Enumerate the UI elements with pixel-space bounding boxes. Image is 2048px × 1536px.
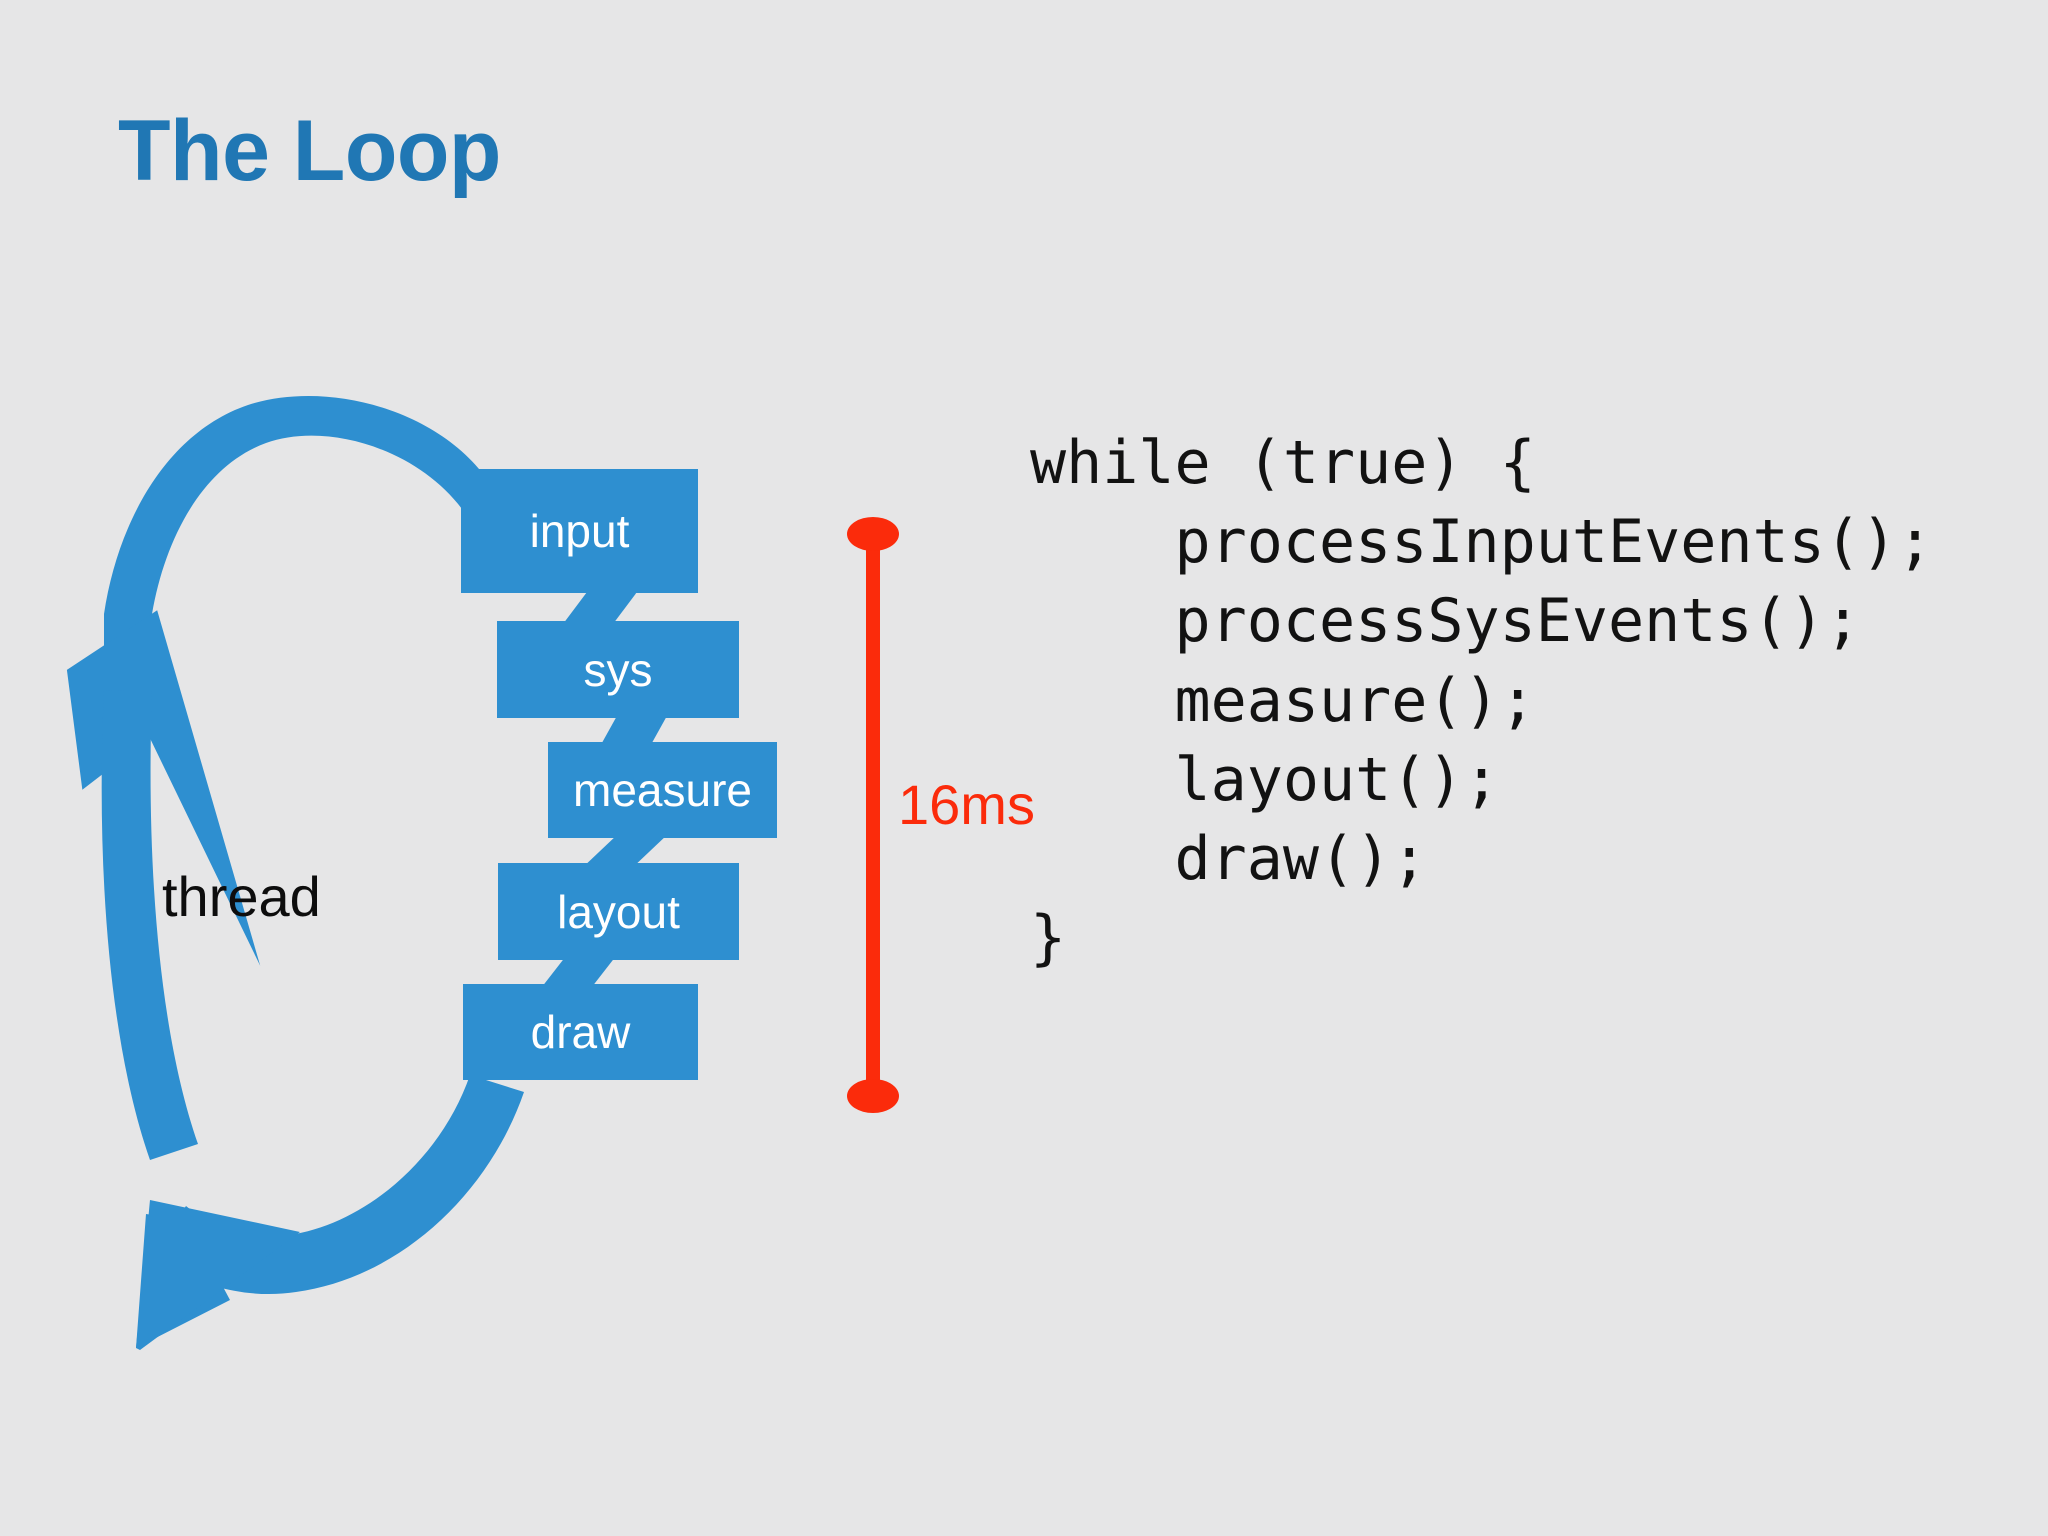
stage-box-input[interactable]: input	[461, 469, 698, 593]
stage-label-layout: layout	[557, 885, 680, 938]
thread-loop-arrow	[66, 395, 524, 1350]
stage-box-sys[interactable]: sys	[497, 621, 739, 718]
measurement-bar	[847, 517, 899, 1113]
page-title: The Loop	[118, 103, 501, 199]
stage-label-sys: sys	[583, 643, 653, 696]
stage-connectors	[538, 588, 668, 992]
stage-box-layout[interactable]: layout	[498, 863, 739, 960]
frame-budget-label: 16ms	[898, 773, 1035, 836]
stage-label-measure: measure	[573, 764, 752, 816]
thread-label: thread	[162, 865, 321, 928]
code-block: while (true) { processInputEvents(); pro…	[1030, 428, 1934, 974]
stage-box-draw[interactable]: draw	[463, 984, 698, 1080]
stage-label-draw: draw	[530, 1006, 631, 1058]
stage-label-input: input	[529, 505, 630, 557]
stage-box-measure[interactable]: measure	[548, 742, 777, 838]
